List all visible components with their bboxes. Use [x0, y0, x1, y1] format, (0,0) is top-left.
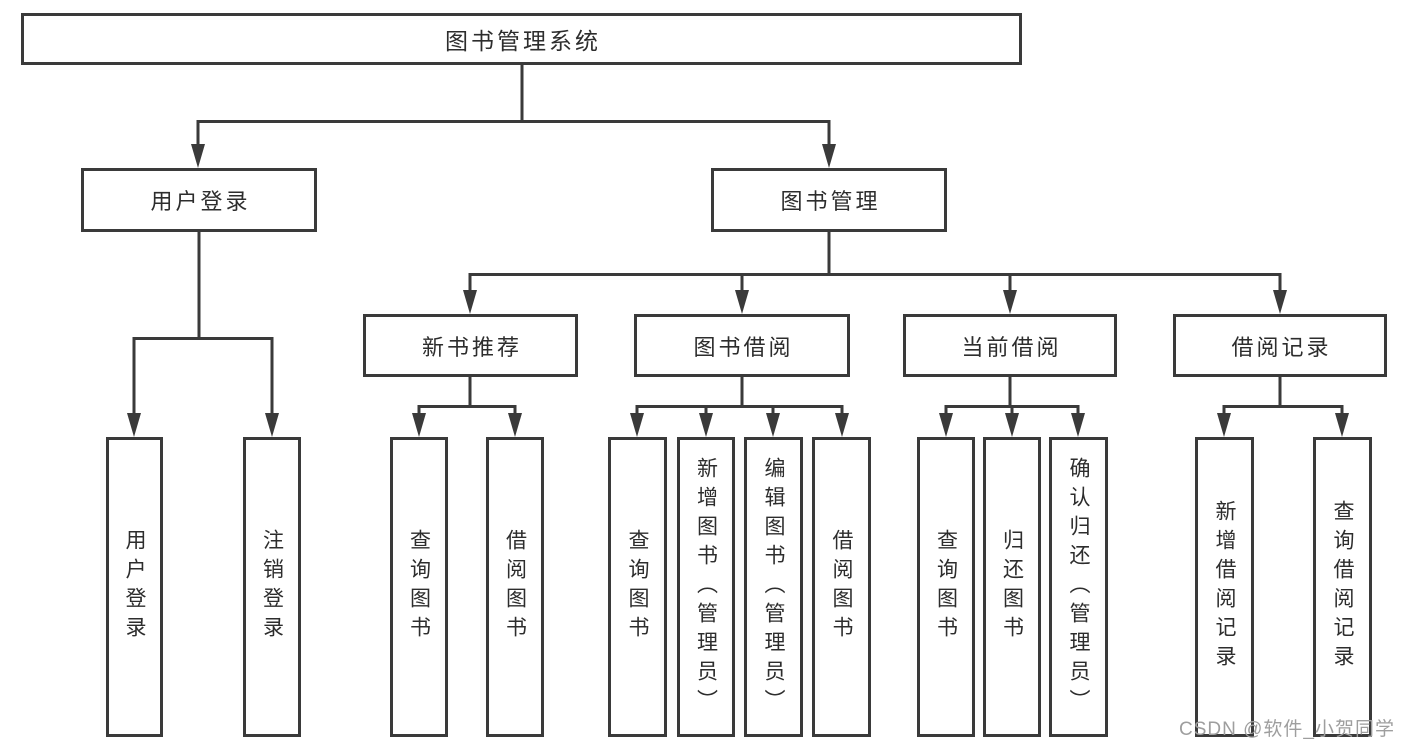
- node-root: 图书管理系统: [21, 13, 1022, 65]
- leaf-nb-query-books: 查询图书: [390, 437, 448, 737]
- leaf-bb-edit-books-admin: 编辑图书（管理员）: [744, 437, 803, 737]
- leaf-cb-confirm-return-admin: 确认归还（管理员）: [1049, 437, 1108, 737]
- node-new-book-recommend-label: 新书推荐: [421, 334, 522, 360]
- node-root-label: 图书管理系统: [445, 28, 601, 54]
- leaf-logout-label: 注销登录: [260, 529, 284, 645]
- leaf-bb-query-books: 查询图书: [608, 437, 667, 737]
- node-book-management-label: 图书管理: [780, 189, 881, 214]
- node-current-borrowing-label: 当前借阅: [961, 334, 1062, 360]
- node-borrow-records: 借阅记录: [1173, 314, 1387, 377]
- leaf-cb-return-books: 归还图书: [983, 437, 1041, 737]
- leaf-user-login-label: 用户登录: [123, 529, 146, 645]
- node-user-login-label: 用户登录: [150, 189, 251, 214]
- leaf-br-add-record-label: 新增借阅记录: [1213, 500, 1236, 674]
- leaf-user-login: 用户登录: [106, 437, 163, 737]
- node-new-book-recommend: 新书推荐: [363, 314, 578, 377]
- leaf-br-query-record: 查询借阅记录: [1313, 437, 1372, 737]
- node-book-borrowing-label: 图书借阅: [693, 334, 794, 360]
- leaf-logout: 注销登录: [243, 437, 301, 737]
- leaf-bb-edit-books-admin-label: 编辑图书（管理员）: [762, 456, 785, 718]
- node-borrow-records-label: 借阅记录: [1231, 334, 1332, 360]
- leaf-bb-borrow-books-label: 借阅图书: [830, 529, 853, 645]
- leaf-bb-borrow-books: 借阅图书: [812, 437, 871, 737]
- leaf-cb-query-books: 查询图书: [917, 437, 975, 737]
- leaf-cb-query-books-label: 查询图书: [934, 529, 958, 645]
- leaf-cb-confirm-return-admin-label: 确认归还（管理员）: [1067, 456, 1090, 718]
- leaf-br-add-record: 新增借阅记录: [1195, 437, 1254, 737]
- watermark: CSDN @软件_小贺同学: [1179, 719, 1395, 740]
- leaf-nb-query-books-label: 查询图书: [407, 529, 431, 645]
- leaf-nb-borrow-books: 借阅图书: [486, 437, 544, 737]
- leaf-bb-query-books-label: 查询图书: [626, 529, 649, 645]
- leaf-bb-add-books-admin-label: 新增图书（管理员）: [694, 456, 718, 718]
- leaf-bb-add-books-admin: 新增图书（管理员）: [677, 437, 735, 737]
- leaf-nb-borrow-books-label: 借阅图书: [503, 529, 527, 645]
- node-book-borrowing: 图书借阅: [634, 314, 850, 377]
- node-current-borrowing: 当前借阅: [903, 314, 1117, 377]
- leaf-br-query-record-label: 查询借阅记录: [1331, 500, 1354, 674]
- leaf-cb-return-books-label: 归还图书: [1000, 529, 1024, 645]
- node-book-management: 图书管理: [711, 168, 947, 232]
- node-user-login: 用户登录: [81, 168, 317, 232]
